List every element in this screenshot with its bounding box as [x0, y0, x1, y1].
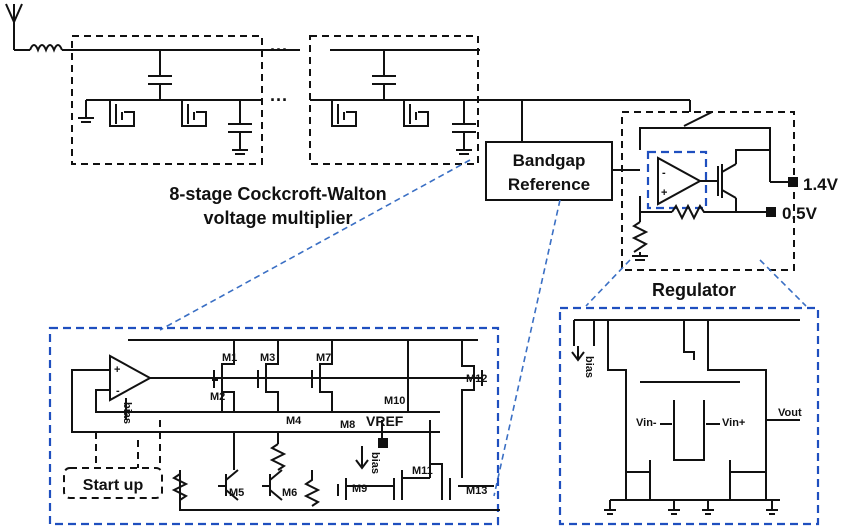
pmos-m3 — [257, 340, 279, 412]
bandgap-label-1: Bandgap — [513, 151, 586, 170]
pmos-m1 — [213, 340, 235, 412]
label-m2: M2 — [210, 391, 225, 403]
bg-opamp-plus: + — [114, 364, 120, 376]
zoom-line-left — [159, 159, 471, 331]
bandgap-reference-block: Bandgap Reference — [485, 100, 640, 201]
label-m5: M5 — [229, 487, 244, 499]
vout-label: Vout — [778, 407, 802, 419]
zoom-line-right — [493, 199, 561, 497]
bg-opamp-bias: bias — [121, 402, 133, 424]
regulator-opamp-plus: + — [661, 187, 667, 199]
reg-bias-label: bias — [583, 356, 595, 378]
label-m13: M13 — [466, 485, 487, 497]
label-m4: M4 — [286, 415, 302, 427]
stage-ellipsis-bottom: ··· — [270, 90, 288, 110]
terminal-1v4 — [788, 177, 798, 187]
vin-minus-label: Vin- — [636, 417, 657, 429]
antenna-icon — [5, 3, 23, 50]
output-0v5-label: 0.5V — [782, 204, 818, 223]
label-m11: M11 — [412, 465, 433, 477]
terminal-0v5 — [766, 207, 776, 217]
label-m3: M3 — [260, 352, 275, 364]
bandgap-detail: + - bias bias — [48, 326, 500, 526]
m9-bias: bias — [369, 452, 381, 474]
zoom-line-reg-right — [759, 259, 807, 307]
label-m12: M12 — [466, 373, 487, 385]
regulator-block: - + — [621, 100, 798, 271]
bandgap-label-2: Reference — [508, 175, 590, 194]
label-vref: VREF — [366, 413, 404, 429]
cw-stage-1 — [71, 35, 263, 165]
label-m7: M7 — [316, 352, 331, 364]
label-m9: M9 — [352, 483, 367, 495]
label-m6: M6 — [282, 487, 297, 499]
regulator-opamp-minus: - — [662, 167, 666, 179]
regulator-title: Regulator — [652, 280, 736, 300]
label-m10: M10 — [384, 395, 405, 407]
stage-ellipsis-top: ··· — [270, 40, 288, 60]
inductor-icon — [14, 44, 480, 53]
cw-title-line1: 8-stage Cockcroft-Walton — [169, 184, 386, 204]
cw-title-line2: voltage multiplier — [203, 208, 352, 228]
vin-plus-label: Vin+ — [722, 417, 745, 429]
bg-opamp-minus: - — [116, 385, 120, 397]
cw-stage-n — [309, 35, 690, 165]
vref-terminal — [378, 438, 388, 448]
pmos-m7 — [311, 340, 333, 412]
regulator-detail: bias Vin- Vin+ Vout — [558, 306, 820, 526]
output-1v4-label: 1.4V — [803, 175, 839, 194]
zoom-line-reg-left — [585, 259, 631, 307]
start-up-label: Start up — [83, 477, 144, 494]
label-m1: M1 — [222, 352, 237, 364]
label-m8: M8 — [340, 419, 355, 431]
